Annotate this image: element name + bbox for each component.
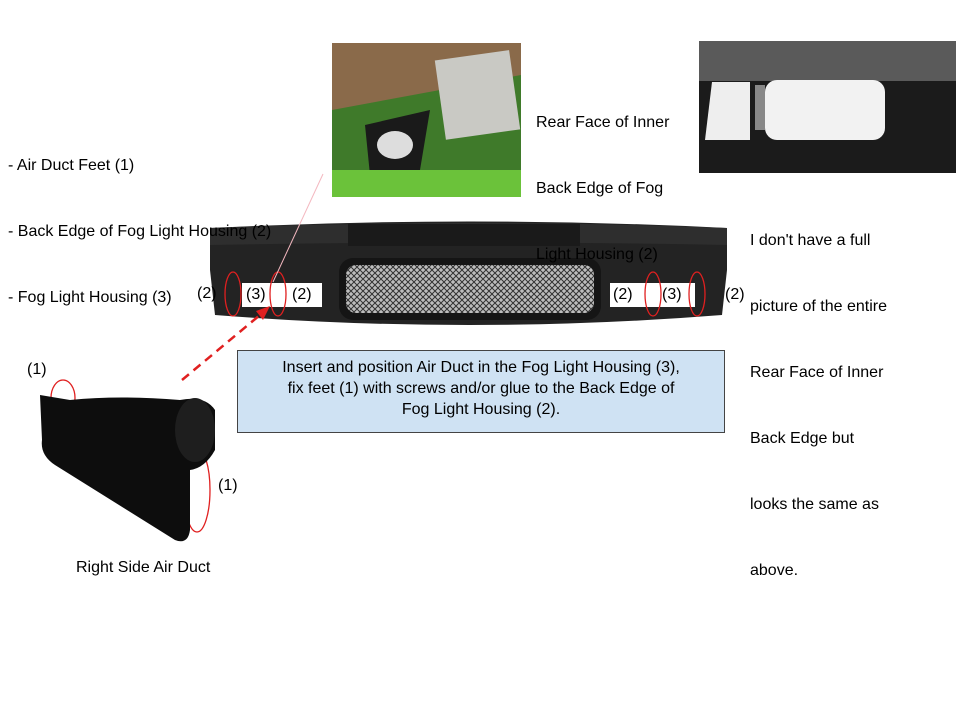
note: I don't have a full picture of the entir… [750, 186, 887, 626]
caption-line: Light Housing (2) [536, 246, 658, 263]
label-back-edge: (2) [197, 285, 217, 302]
dashed-arrow [181, 306, 270, 381]
duct-caption: Right Side Air Duct [76, 559, 211, 576]
note-line: above. [750, 562, 799, 579]
bumper-photo [210, 221, 727, 325]
legend-line: - Back Edge of Fog Light Housing (2) [8, 223, 272, 240]
callout-line: Insert and position Air Duct in the Fog … [282, 359, 680, 376]
label-back-edge: (2) [725, 286, 745, 303]
rear-photo-green [332, 43, 521, 197]
note-line: Back Edge but [750, 430, 855, 447]
note-line: picture of the entire [750, 298, 887, 315]
legend-line: - Air Duct Feet (1) [8, 157, 135, 174]
label-back-edge: (2) [292, 286, 312, 303]
caption-line: Rear Face of Inner [536, 114, 670, 131]
instruction-callout: Insert and position Air Duct in the Fog … [237, 350, 725, 433]
note-line: I don't have a full [750, 232, 871, 249]
note-line: looks the same as [750, 496, 879, 513]
air-duct-image [40, 395, 215, 542]
note-line: Rear Face of Inner [750, 364, 884, 381]
label-fog-housing: (3) [662, 286, 682, 303]
callout-line: fix feet (1) with screws and/or glue to … [287, 380, 675, 397]
legend-line: - Fog Light Housing (3) [8, 289, 172, 306]
callout-line: Fog Light Housing (2). [401, 401, 561, 418]
caption-line: Back Edge of Fog [536, 180, 664, 197]
rear-face-caption: Rear Face of Inner Back Edge of Fog Ligh… [536, 68, 669, 310]
label-back-edge: (2) [613, 286, 633, 303]
label-duct-foot: (1) [218, 477, 238, 494]
legend: - Air Duct Feet (1) - Back Edge of Fog L… [8, 111, 271, 353]
pointer-line [272, 173, 324, 283]
label-duct-foot: (1) [27, 361, 47, 378]
rear-face-photo [699, 41, 956, 173]
label-fog-housing: (3) [246, 286, 266, 303]
